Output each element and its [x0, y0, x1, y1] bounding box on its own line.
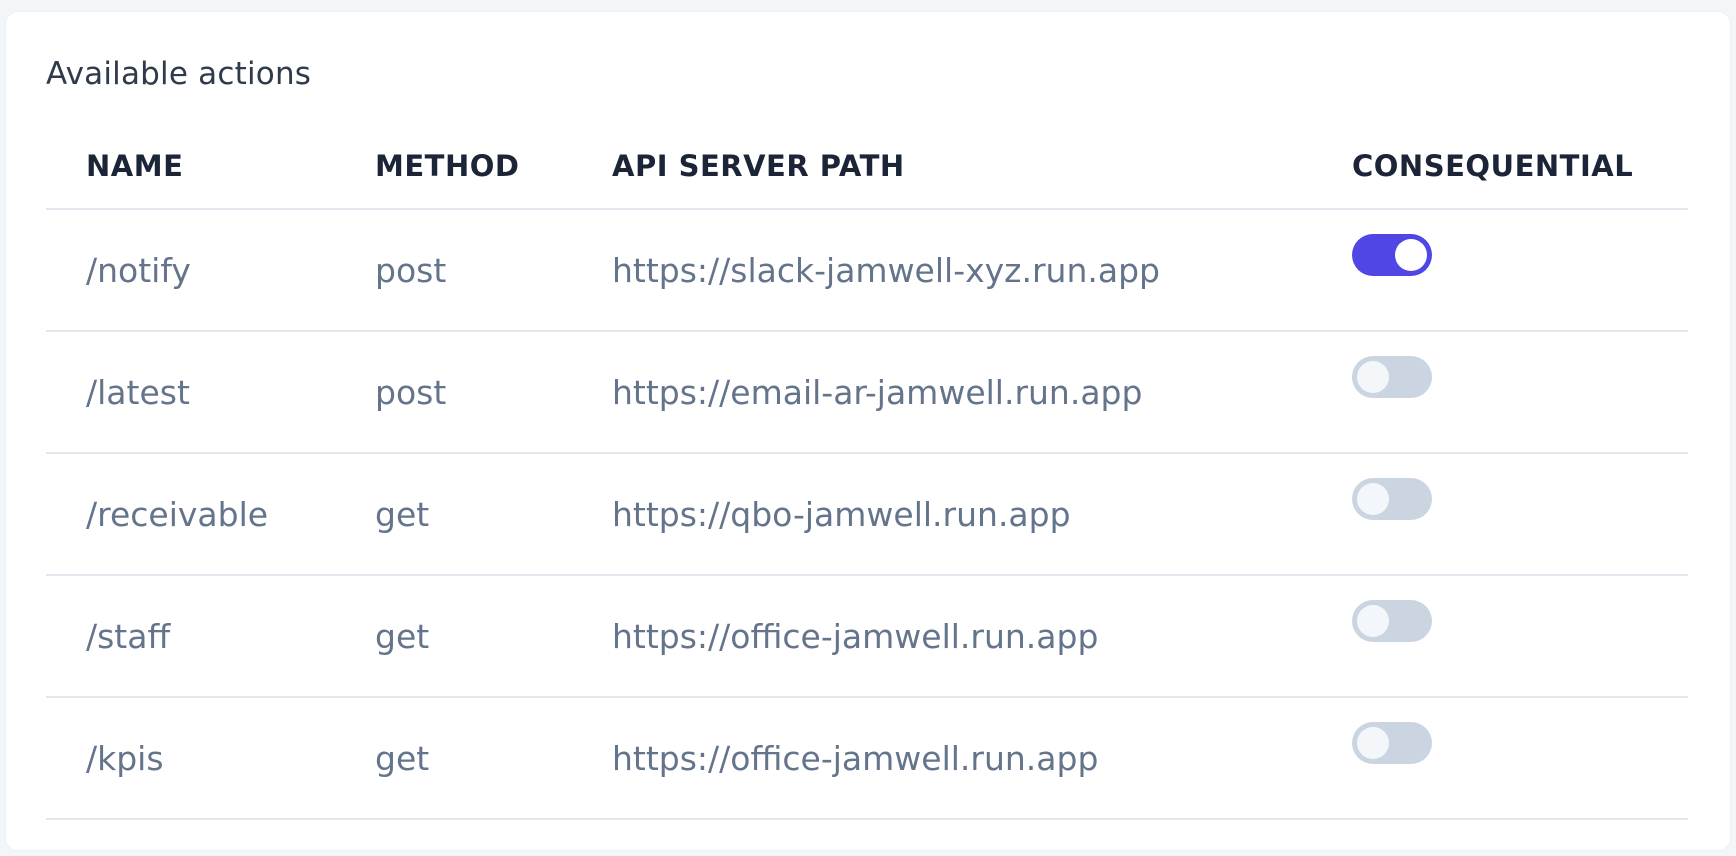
- consequential-toggle[interactable]: [1352, 478, 1432, 520]
- toggle-knob: [1357, 361, 1389, 393]
- action-path: https://office-jamwell.run.app: [612, 616, 1099, 656]
- consequential-toggle[interactable]: [1352, 356, 1432, 398]
- consequential-toggle[interactable]: [1352, 722, 1432, 764]
- table-row: /notify post https://slack-jamwell-xyz.r…: [46, 210, 1688, 332]
- header-consequential: CONSEQUENTIAL: [1352, 149, 1634, 183]
- action-path: https://qbo-jamwell.run.app: [612, 494, 1071, 534]
- action-path: https://office-jamwell.run.app: [612, 738, 1099, 778]
- action-path: https://slack-jamwell-xyz.run.app: [612, 250, 1160, 290]
- table-header-row: NAME METHOD API SERVER PATH CONSEQUENTIA…: [46, 120, 1688, 210]
- header-name: NAME: [86, 149, 184, 183]
- action-name: /kpis: [86, 738, 164, 778]
- action-name: /receivable: [86, 494, 269, 534]
- toggle-knob: [1395, 239, 1427, 271]
- table-row: /staff get https://office-jamwell.run.ap…: [46, 576, 1688, 698]
- section-title: Available actions: [46, 56, 312, 92]
- action-method: get: [375, 616, 430, 656]
- action-method: get: [375, 494, 430, 534]
- header-api-server-path: API SERVER PATH: [612, 149, 905, 183]
- actions-card: Available actions NAME METHOD API SERVER…: [6, 12, 1730, 850]
- header-method: METHOD: [375, 149, 520, 183]
- actions-table: NAME METHOD API SERVER PATH CONSEQUENTIA…: [46, 120, 1688, 820]
- action-method: post: [375, 250, 447, 290]
- action-name: /staff: [86, 616, 171, 656]
- consequential-toggle[interactable]: [1352, 600, 1432, 642]
- action-name: /latest: [86, 372, 190, 412]
- toggle-knob: [1357, 605, 1389, 637]
- action-name: /notify: [86, 250, 191, 290]
- action-path: https://email-ar-jamwell.run.app: [612, 372, 1143, 412]
- toggle-knob: [1357, 727, 1389, 759]
- table-row: /receivable get https://qbo-jamwell.run.…: [46, 454, 1688, 576]
- action-method: post: [375, 372, 447, 412]
- table-row: /kpis get https://office-jamwell.run.app: [46, 698, 1688, 820]
- table-row: /latest post https://email-ar-jamwell.ru…: [46, 332, 1688, 454]
- toggle-knob: [1357, 483, 1389, 515]
- consequential-toggle[interactable]: [1352, 234, 1432, 276]
- action-method: get: [375, 738, 430, 778]
